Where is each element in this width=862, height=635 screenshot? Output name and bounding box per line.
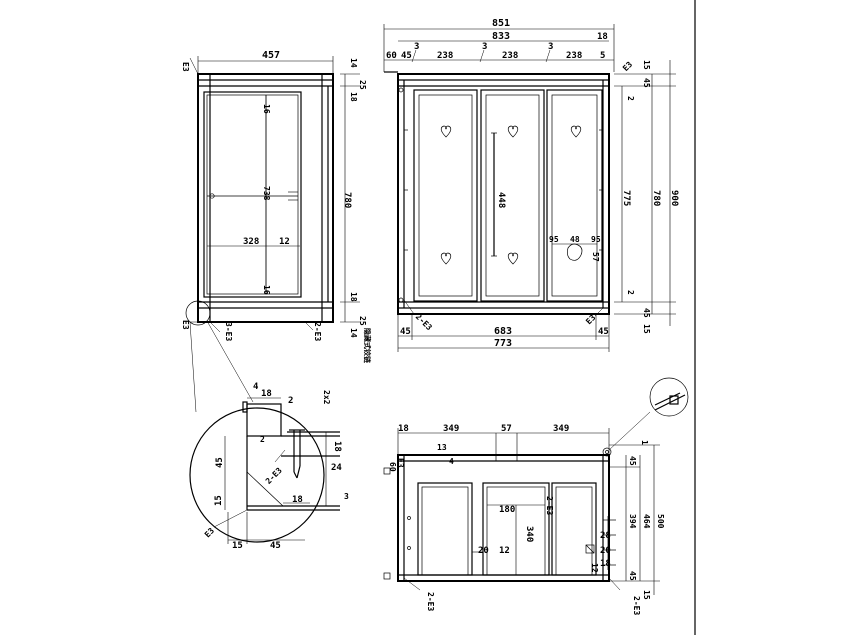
plan-d60: 60 bbox=[388, 462, 397, 472]
side-rail-bottom: 18 bbox=[349, 292, 358, 302]
front-gap-3a: 3 bbox=[414, 42, 419, 52]
front-left-45: 45 bbox=[401, 51, 412, 61]
plan-d18r: 18 bbox=[600, 559, 611, 569]
hinge-detail-thumb bbox=[608, 377, 689, 451]
front-door-2: 238 bbox=[502, 51, 518, 61]
detail-d15: 15 bbox=[232, 541, 243, 551]
front-notch-48: 48 bbox=[570, 235, 580, 244]
detail-view: 4 18 2 2x2 2 18 24 3 45 15 18 2-E3 E3 15… bbox=[189, 382, 349, 551]
front-gap-3c: 3 bbox=[548, 42, 553, 52]
side-tag-2e3: 2-E3 bbox=[313, 322, 322, 341]
plan-tag-e3-left: E3 bbox=[396, 458, 405, 468]
front-tag-2e3: 2-E3 bbox=[414, 312, 434, 332]
front-h15-top: 15 bbox=[642, 60, 651, 70]
front-gap-3b: 3 bbox=[482, 42, 487, 52]
side-tag-3e3: 3-E3 bbox=[224, 322, 233, 341]
front-notch-57: 57 bbox=[591, 252, 600, 262]
side-panel-width: 328 bbox=[243, 237, 259, 247]
detail-d45v: 45 bbox=[215, 457, 225, 468]
detail-d4: 4 bbox=[253, 382, 259, 392]
plan-d349a: 349 bbox=[443, 424, 459, 434]
side-inner-height: 738 bbox=[262, 186, 271, 201]
front-bottom-773: 773 bbox=[494, 338, 512, 349]
detail-d24: 24 bbox=[331, 463, 342, 473]
front-handle-448: 448 bbox=[496, 192, 506, 208]
side-v16-bottom: 16 bbox=[262, 285, 271, 295]
detail-d45: 45 bbox=[270, 541, 281, 551]
side-height: 780 bbox=[342, 192, 352, 208]
side-view: 457 16 738 16 328 12 780 14 25 1 bbox=[181, 50, 372, 413]
front-notch-95b: 95 bbox=[591, 235, 601, 244]
plan-view: 18 349 57 349 60 13 bbox=[383, 424, 665, 615]
plan-d12r: 12 bbox=[590, 563, 599, 573]
detail-d18: 18 bbox=[261, 389, 272, 399]
detail-d15v: 15 bbox=[214, 495, 224, 506]
side-tag-e3-bottom: E3 bbox=[181, 320, 190, 330]
detail-d2small: 2 bbox=[260, 435, 265, 444]
front-tag-top-e3: E3 bbox=[621, 60, 634, 73]
front-overall: 851 bbox=[492, 18, 510, 29]
plan-d20r: 20 bbox=[600, 546, 611, 556]
front-door-1: 238 bbox=[437, 51, 453, 61]
front-bottom-45-left: 45 bbox=[400, 327, 411, 337]
side-gap: 12 bbox=[279, 237, 290, 247]
plan-d464: 464 bbox=[642, 514, 651, 529]
plan-d15: 15 bbox=[642, 590, 651, 600]
front-right-5: 5 bbox=[600, 51, 605, 61]
front-door-3: 238 bbox=[566, 51, 582, 61]
front-right-18: 18 bbox=[597, 32, 608, 42]
plan-d349b: 349 bbox=[553, 424, 569, 434]
plan-d4: 4 bbox=[449, 457, 454, 466]
plan-d13: 13 bbox=[437, 443, 447, 452]
front-h900: 900 bbox=[669, 190, 679, 206]
side-t14-bottom: 14 bbox=[349, 328, 358, 338]
front-h780: 780 bbox=[651, 190, 661, 206]
plan-d57: 57 bbox=[501, 424, 512, 434]
front-bottom-45-right: 45 bbox=[598, 327, 609, 337]
front-notch-95a: 95 bbox=[549, 235, 559, 244]
detail-d3: 3 bbox=[344, 492, 349, 501]
front-bottom-683: 683 bbox=[494, 326, 512, 337]
detail-d2x2: 2x2 bbox=[322, 390, 331, 405]
detail-tag-2e3: 2-E3 bbox=[264, 466, 284, 486]
front-h45-bottom: 45 bbox=[642, 308, 651, 318]
side-v16-top: 16 bbox=[262, 104, 271, 114]
side-t25-top: 25 bbox=[358, 80, 367, 90]
plan-tag-2e3-mid: 2-E3 bbox=[545, 496, 554, 515]
front-h45-top: 45 bbox=[642, 78, 651, 88]
detail-d18v: 18 bbox=[332, 441, 342, 452]
detail-d18b: 18 bbox=[292, 495, 303, 505]
plan-d18: 18 bbox=[398, 424, 409, 434]
plan-d45top: 45 bbox=[628, 456, 637, 466]
detail-tag-e3: E3 bbox=[203, 526, 216, 539]
plan-d1: 1 bbox=[640, 440, 649, 445]
front-h775: 775 bbox=[621, 190, 631, 206]
plan-tag-2e3-bot: 2-E3 bbox=[426, 592, 435, 611]
plan-d20: 20 bbox=[478, 546, 489, 556]
side-rail-top: 18 bbox=[349, 92, 358, 102]
plan-d12: 12 bbox=[499, 546, 510, 556]
side-note: 隐藏式铰链 bbox=[363, 328, 372, 363]
front-inner: 833 bbox=[492, 31, 510, 42]
plan-d28: 28 bbox=[600, 531, 611, 541]
front-left-60: 60 bbox=[386, 51, 397, 61]
side-width-label: 457 bbox=[262, 50, 280, 61]
front-view: 851 833 18 60 45 3 238 3 238 3 238 5 bbox=[383, 18, 679, 352]
side-t14-top: 14 bbox=[349, 58, 358, 68]
plan-d500: 500 bbox=[656, 514, 665, 529]
front-h2-bottom: 2 bbox=[626, 290, 635, 295]
plan-d45bot: 45 bbox=[628, 571, 637, 581]
plan-d340: 340 bbox=[524, 526, 534, 542]
front-h15-bottom: 15 bbox=[642, 324, 651, 334]
plan-d394: 394 bbox=[628, 514, 637, 529]
side-t25-bottom: 25 bbox=[358, 316, 367, 326]
side-tag-e3-top: E3 bbox=[181, 62, 190, 72]
front-h2-top: 2 bbox=[626, 96, 635, 101]
plan-tag-2e3-right: 2-E3 bbox=[632, 596, 641, 615]
plan-d180: 180 bbox=[499, 505, 515, 515]
detail-d2: 2 bbox=[288, 396, 293, 406]
